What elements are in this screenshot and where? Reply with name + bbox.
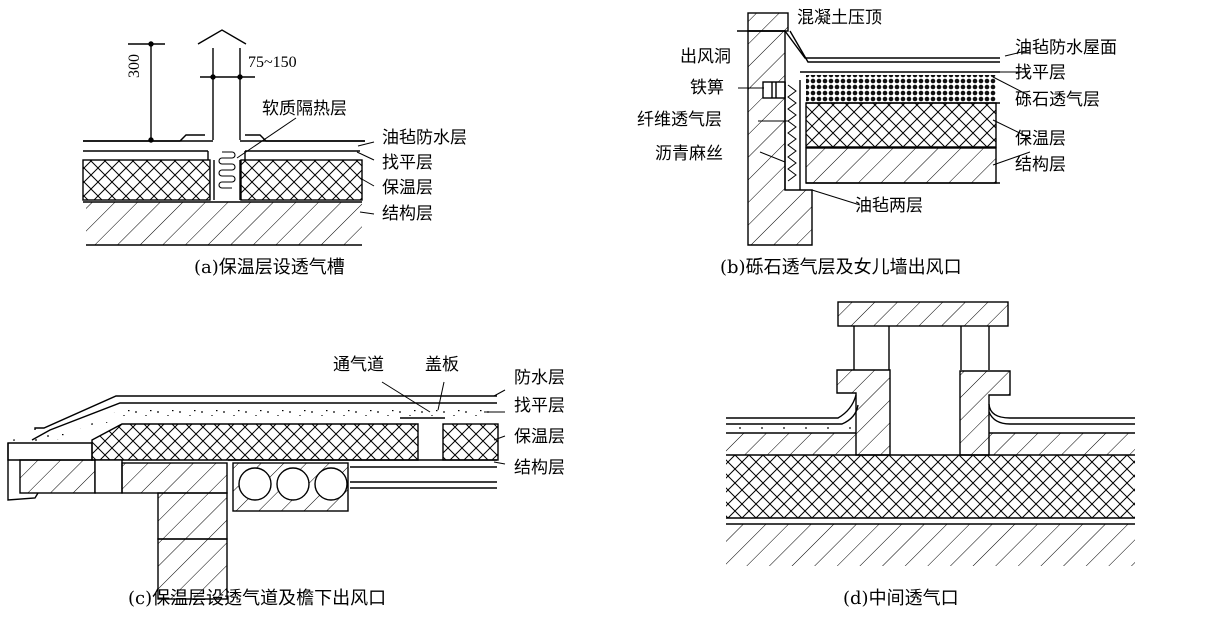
figure-a-drawing <box>82 29 375 246</box>
label-gravel-layer: 砾石透气层 <box>1015 90 1100 110</box>
label-b-structure: 结构层 <box>1015 155 1066 175</box>
dimension-width-label: 75~150 <box>248 54 297 71</box>
dimension-height-label: 300 <box>126 54 143 78</box>
label-a-waterproof: 油毡防水层 <box>382 128 467 148</box>
figure-c-drawing <box>7 381 506 600</box>
label-soft-insulation: 软质隔热层 <box>262 99 347 119</box>
label-c-waterproof: 防水层 <box>514 368 565 388</box>
label-c-leveling: 找平层 <box>514 396 565 416</box>
label-asphalt-hemp: 沥青麻丝 <box>655 144 723 164</box>
label-felt-two-layers: 油毡两层 <box>855 196 923 216</box>
label-c-structure: 结构层 <box>514 458 565 478</box>
label-c-insulation: 保温层 <box>514 427 565 447</box>
caption-b: (b)砾石透气层及女儿墙出风口 <box>720 257 962 278</box>
label-a-insulation: 保温层 <box>382 178 433 198</box>
label-cover: 盖板 <box>425 355 459 375</box>
label-a-structure: 结构层 <box>382 204 433 224</box>
figure-d-drawing <box>726 301 1135 566</box>
label-b-insulation: 保温层 <box>1015 129 1066 149</box>
label-channel: 通气道 <box>333 355 384 375</box>
label-waterproof-roof: 油毡防水屋面 <box>1015 38 1117 58</box>
label-grate: 铁箅 <box>690 78 724 98</box>
caption-d: (d)中间透气口 <box>843 588 959 609</box>
figure-b-drawing <box>737 12 1031 246</box>
caption-c: (c)保温层设透气道及檐下出风口 <box>128 588 387 609</box>
label-outlet: 出风洞 <box>680 47 731 67</box>
label-a-leveling: 找平层 <box>382 153 433 173</box>
label-b-leveling: 找平层 <box>1015 63 1066 83</box>
label-coping: 混凝土压顶 <box>797 8 882 28</box>
label-fiber-layer: 纤维透气层 <box>637 110 722 130</box>
caption-a: (a)保温层设透气槽 <box>194 257 345 278</box>
